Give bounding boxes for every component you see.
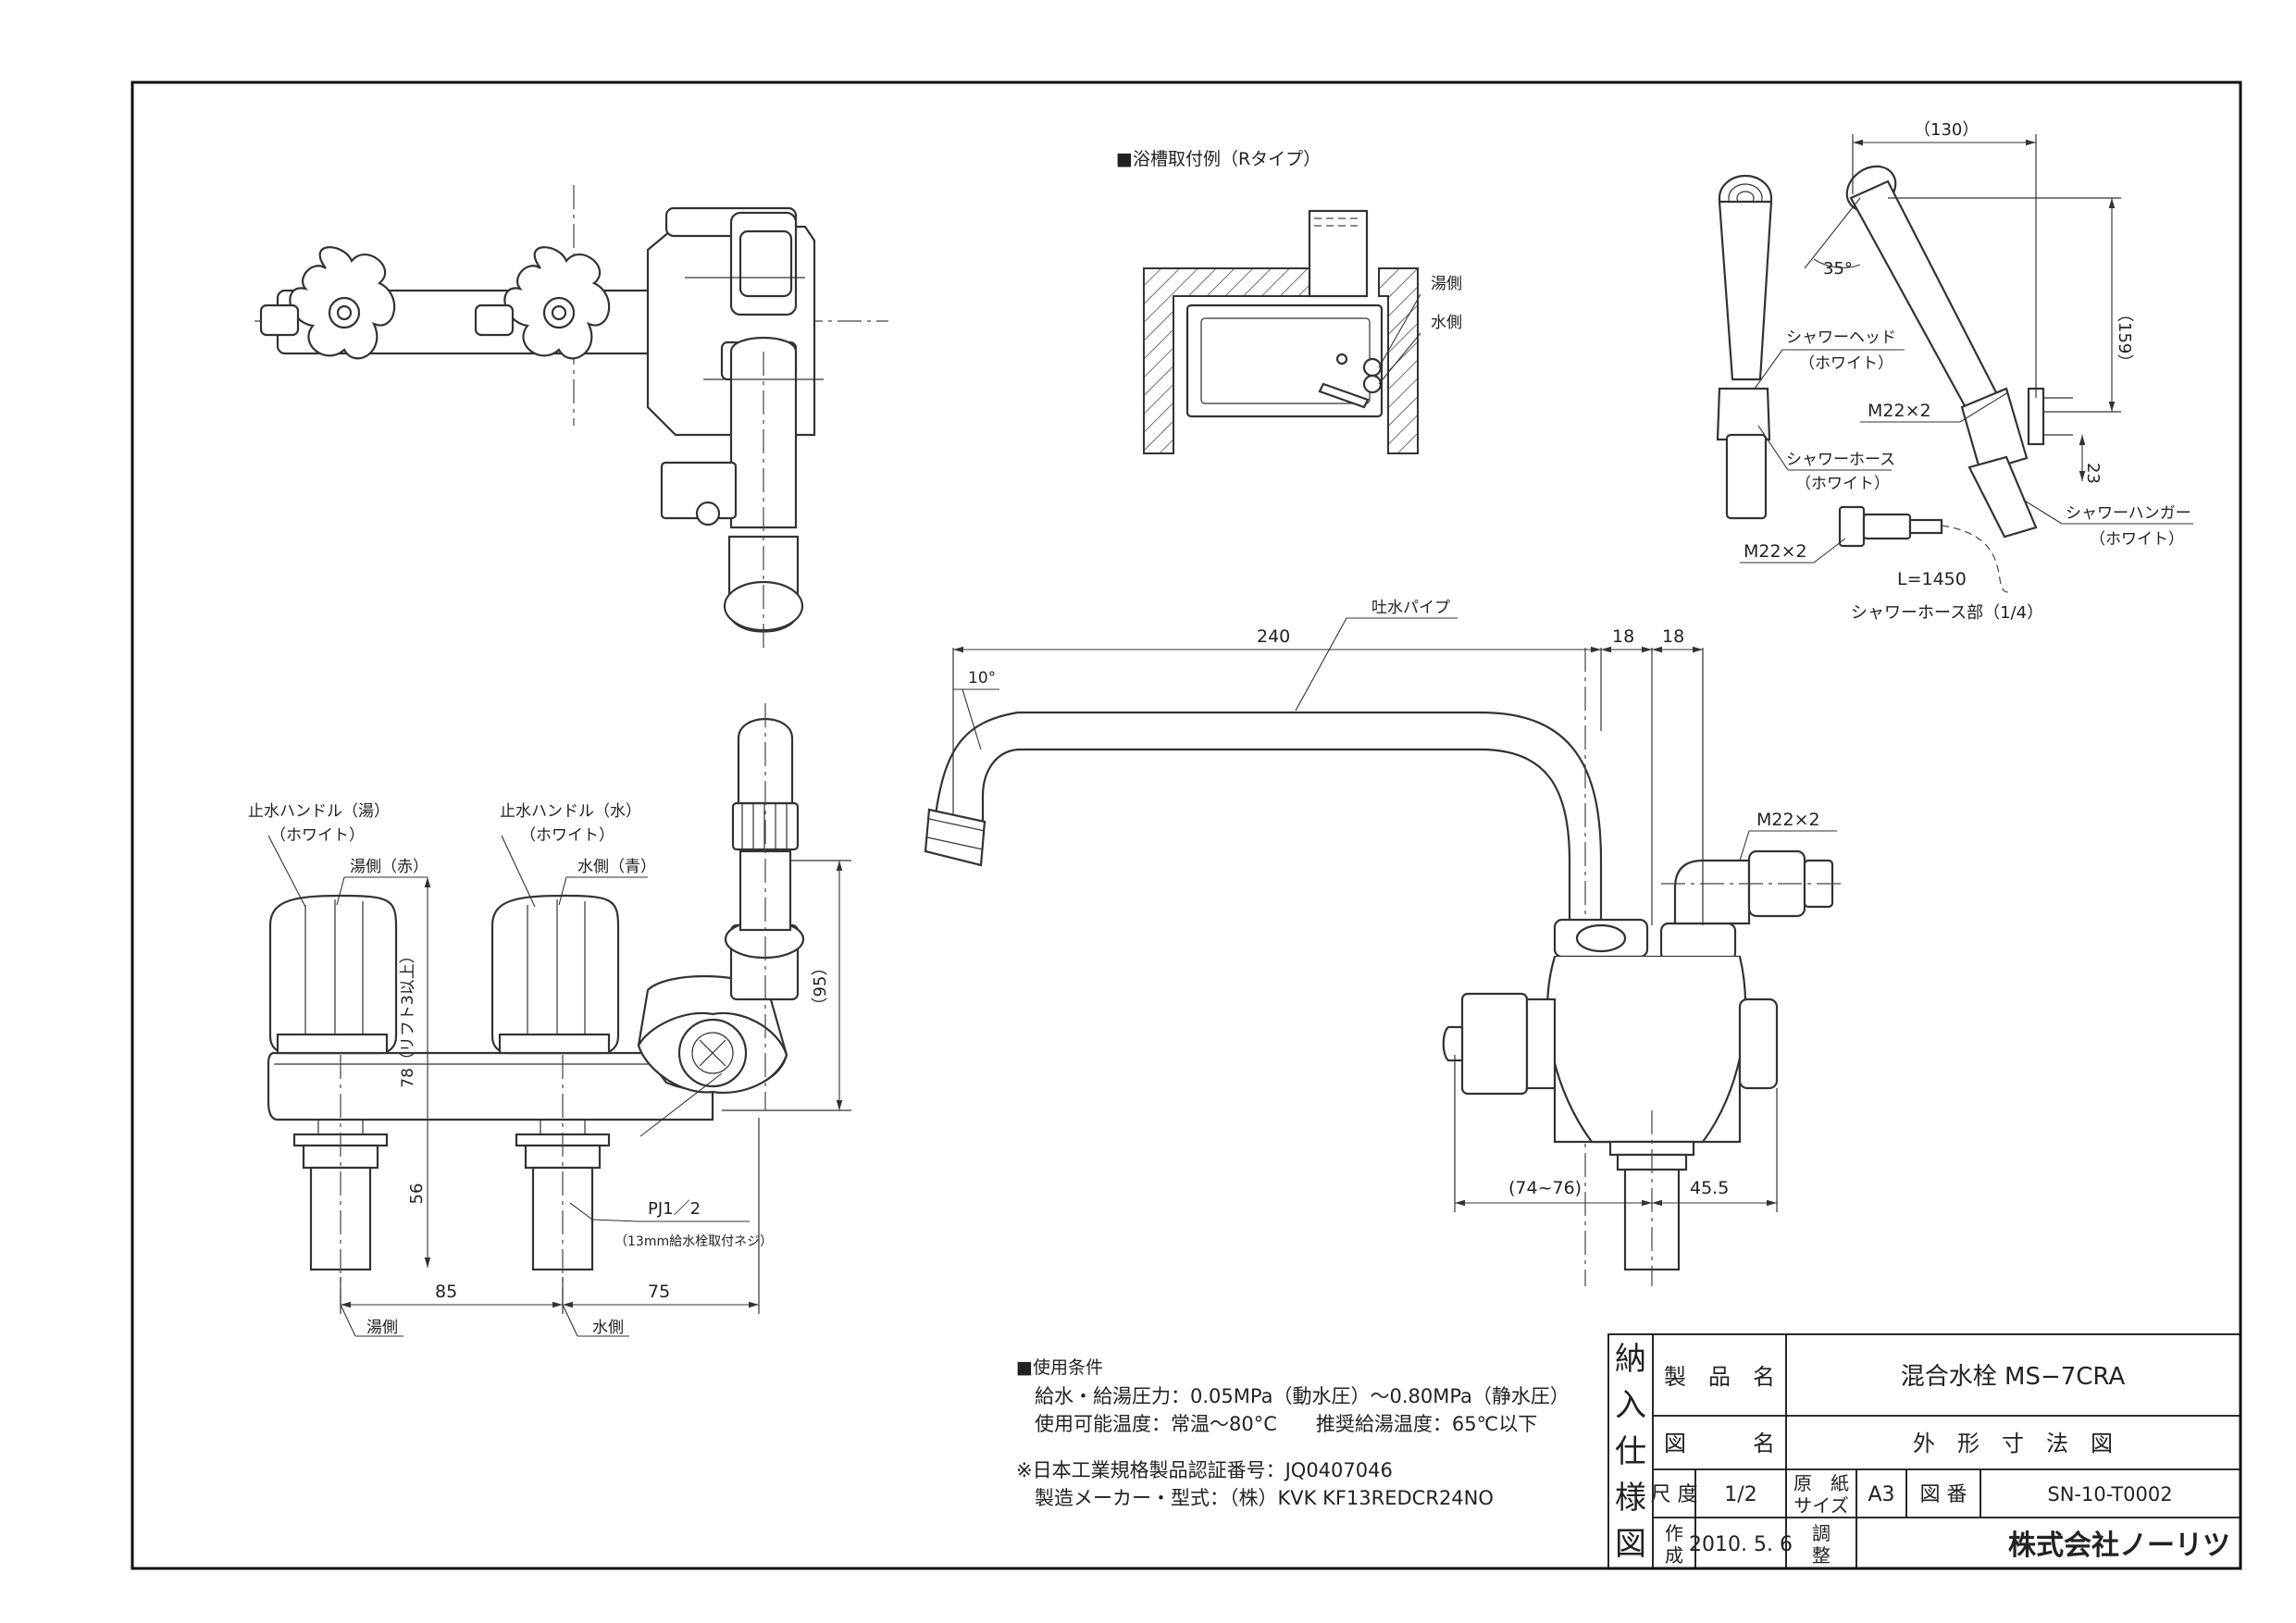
- cold-handle-front: [490, 894, 620, 1055]
- shower-head-label: シャワーヘッド: [1786, 328, 1896, 347]
- spout-label: 吐水パイプ: [1371, 599, 1450, 617]
- tb-made-label-2: 成: [1665, 1544, 1683, 1567]
- tb-made-label-1: 作: [1665, 1522, 1683, 1544]
- tb-drawing-label: 図 名: [1664, 1431, 1775, 1456]
- tb-vertical-4: 様: [1615, 1480, 1646, 1517]
- sheet-frame: [130, 81, 2242, 1570]
- shower-thread-2: M22×2: [1744, 541, 1807, 562]
- dim-18a: 18: [1612, 626, 1634, 647]
- hot-side-label: 湯側: [366, 1319, 398, 1337]
- bath-example-title: ■浴槽取付例（Rタイプ）: [1116, 149, 1321, 169]
- shower-dim-130: （130）: [1914, 120, 1979, 140]
- tb-product-label: 製 品 名: [1664, 1364, 1775, 1390]
- hot-handle-front: [268, 894, 398, 1055]
- dim-95: （95）: [811, 960, 830, 1014]
- bath-mount-example: ■浴槽取付例（Rタイプ） 湯側 水側: [1116, 149, 1462, 454]
- shower-angle-35: 35°: [1823, 259, 1853, 279]
- cold-supply-pipe: [515, 1055, 611, 1305]
- shower-hanger-label: シャワーハンガー: [2066, 504, 2191, 523]
- tb-company: 株式会社ノーリツ: [2008, 1530, 2230, 1562]
- cold-side-label: 水側: [592, 1319, 624, 1337]
- shower-hanger-color: （ホワイト）: [2090, 530, 2184, 549]
- shower-dim-23: 23: [2083, 463, 2103, 484]
- shower-caption: シャワーホース部（1/4）: [1851, 603, 2043, 623]
- conditions-line2: 使用可能温度：常温～80°C 推奨給湯温度：65℃以下: [1035, 1413, 1537, 1435]
- hot-handle-color: （ホワイト）: [270, 826, 365, 845]
- conditions-line1: 給水・給湯圧力：0.05MPa（動水圧）～0.80MPa（静水圧）: [1035, 1385, 1570, 1407]
- cold-handle-color: （ホワイト）: [520, 826, 614, 845]
- thread-note: （13mm給水栓取付ネジ）: [614, 1234, 773, 1249]
- shower-hose-label: シャワーホース: [1786, 451, 1895, 469]
- diverter-knob-front: [637, 974, 788, 1094]
- tb-paper-value: A3: [1868, 1483, 1894, 1506]
- shower-hose-color: （ホワイト）: [1795, 475, 1890, 493]
- shower-hose-length: L=1450: [1897, 569, 1967, 589]
- side-thread: M22×2: [1756, 810, 1820, 830]
- cold-handle-label: 止水ハンドル（水）: [500, 802, 641, 821]
- tb-adjust-label-2: 整: [1812, 1544, 1831, 1567]
- usage-conditions: ■使用条件 給水・給湯圧力：0.05MPa（動水圧）～0.80MPa（静水圧） …: [1016, 1357, 1570, 1509]
- bath-hot-label: 湯側: [1431, 275, 1462, 293]
- bath-cold-label: 水側: [1431, 314, 1462, 332]
- thread-pj: PJ1／2: [648, 1199, 701, 1219]
- dim-85: 85: [435, 1282, 457, 1302]
- dim-45-5: 45.5: [1690, 1178, 1729, 1198]
- tb-number-value: SN-10-T0002: [2047, 1483, 2172, 1505]
- tb-adjust-label-1: 調: [1812, 1522, 1831, 1544]
- hot-handle-top: [259, 246, 396, 360]
- conditions-cert: ※日本工業規格製品認証番号：JQ0407046: [1016, 1459, 1393, 1481]
- top-view: [254, 185, 888, 648]
- tb-number-label: 図 番: [1920, 1483, 1967, 1506]
- shower-head-color: （ホワイト）: [1799, 354, 1893, 373]
- title-block: 納 入 仕 様 図 製 品 名 混合水栓 MS−7CRA 図 名 外 形 寸 法…: [1607, 1333, 2241, 1569]
- dim-240: 240: [1257, 626, 1290, 647]
- dim-18b: 18: [1662, 626, 1684, 647]
- lift-dim-label: 78（リフト3以上）: [399, 948, 417, 1087]
- hot-handle-label: 止水ハンドル（湯）: [248, 802, 390, 821]
- tb-scale-label: 尺 度: [1651, 1483, 1698, 1506]
- cold-blue-label: 水側（青）: [577, 858, 656, 876]
- hot-red-label: 湯側（赤）: [350, 858, 428, 876]
- tb-scale-value: 1/2: [1724, 1483, 1756, 1506]
- tb-product-value: 混合水栓 MS−7CRA: [1901, 1363, 2126, 1391]
- conditions-heading: ■使用条件: [1016, 1357, 1103, 1378]
- hot-supply-pipe: [292, 1055, 389, 1305]
- dim-56: 56: [407, 1183, 427, 1205]
- tb-made-value: 2010. 5. 6: [1689, 1533, 1793, 1556]
- dim-74-76: (74~76): [1508, 1178, 1582, 1198]
- dim-75: 75: [648, 1282, 670, 1302]
- tb-vertical-1: 納: [1615, 1341, 1646, 1378]
- tb-paper-label-1: 原 紙: [1793, 1472, 1849, 1494]
- angle-10: 10°: [968, 669, 996, 688]
- shower-thread-1: M22×2: [1868, 401, 1931, 421]
- tb-paper-label-2: サイズ: [1793, 1494, 1848, 1517]
- tb-drawing-value: 外 形 寸 法 図: [1913, 1431, 2113, 1456]
- shower-detail: 35° （130） （159） 23 シャワーヘッド （ホワイト） M22×2 …: [1716, 120, 2193, 623]
- front-view: 止水ハンドル（湯） （ホワイト） 止水ハンドル（水） （ホワイト） 湯側（赤） …: [248, 703, 851, 1337]
- side-view: 240 18 18 10° 吐水パイプ M22×2 (74~76) 45.5: [924, 599, 1846, 1286]
- tb-vertical-5: 図: [1615, 1526, 1646, 1563]
- tb-vertical-2: 入: [1615, 1387, 1646, 1424]
- shower-dim-159: （159）: [2115, 305, 2134, 370]
- conditions-maker: 製造メーカー・型式：（株）KVK KF13REDCR24NO: [1035, 1487, 1494, 1509]
- tb-vertical-3: 仕: [1615, 1433, 1646, 1470]
- cold-handle-top: [474, 246, 611, 360]
